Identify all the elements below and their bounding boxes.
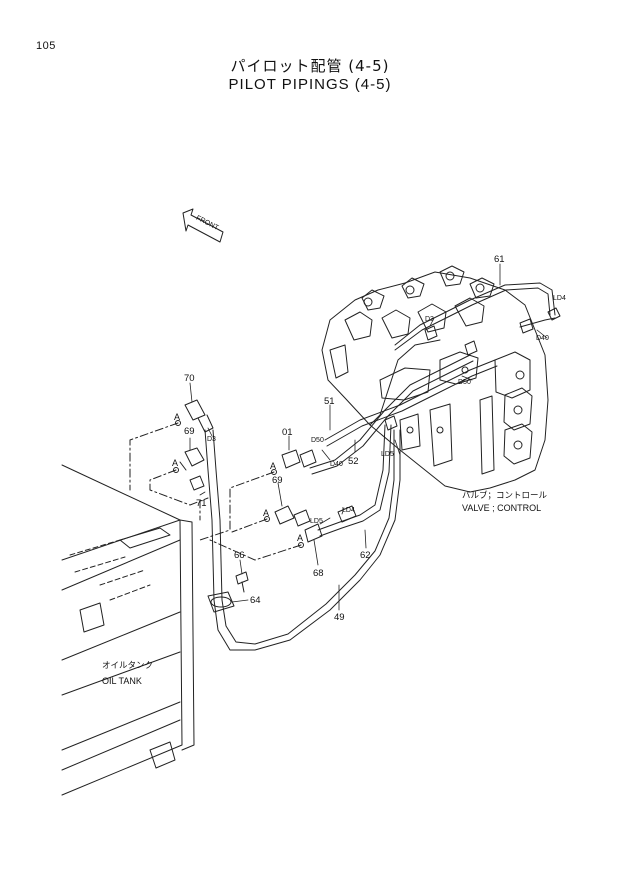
pipe-52 bbox=[309, 339, 474, 475]
front-arrow-icon bbox=[182, 208, 224, 243]
fitting-01 bbox=[281, 449, 317, 469]
part-number-51: 51 bbox=[324, 396, 335, 407]
part-number-69-upper: 69 bbox=[184, 426, 195, 437]
page-title-jp: パイロット配管 (4-5) bbox=[230, 57, 390, 75]
tank-label: OIL TANK bbox=[102, 676, 142, 686]
reference-lines bbox=[129, 422, 302, 561]
bolt-66 bbox=[235, 571, 249, 593]
pipe-62 bbox=[317, 424, 392, 537]
clamp-64 bbox=[207, 591, 235, 613]
page-number: 105 bbox=[36, 40, 56, 52]
part-number-62: 62 bbox=[360, 550, 371, 561]
part-number-68: 68 bbox=[313, 568, 324, 579]
part-number-49: 49 bbox=[334, 612, 345, 623]
ref-mark-a-5: A bbox=[297, 533, 303, 543]
pipe-51 bbox=[324, 359, 498, 447]
port-ld5-mid: LD5 bbox=[381, 451, 394, 458]
ref-mark-a-1: A bbox=[174, 412, 180, 422]
part-number-66: 66 bbox=[234, 550, 245, 561]
port-d40-top: D40 bbox=[536, 335, 549, 342]
port-d50-top: D50 bbox=[458, 379, 471, 386]
ref-mark-a-3: A bbox=[270, 461, 276, 471]
fitting-69-lower bbox=[274, 505, 311, 527]
port-d3-left: D3 bbox=[207, 436, 216, 443]
part-number-61: 61 bbox=[494, 254, 505, 265]
pipe-61 bbox=[394, 282, 561, 351]
port-ld5-low: LD5 bbox=[310, 518, 323, 525]
oil-tank bbox=[61, 464, 195, 796]
fitting-ld4-low bbox=[337, 505, 357, 523]
part-number-64: 64 bbox=[250, 595, 261, 606]
valve-label-jp: バルブ；コントロール bbox=[462, 490, 548, 500]
port-ld4-top: LD4 bbox=[553, 295, 566, 302]
fitting-68 bbox=[304, 523, 323, 543]
port-d50-mid: D50 bbox=[311, 437, 324, 444]
fitting-69-upper bbox=[179, 447, 205, 471]
part-number-71: 71 bbox=[196, 498, 207, 509]
ref-mark-a-2: A bbox=[172, 458, 178, 468]
front-arrow-label: FRONT bbox=[195, 215, 220, 233]
valve-label: VALVE ; CONTROL bbox=[462, 503, 541, 513]
tank-label-jp: オイルタンク bbox=[102, 660, 153, 670]
part-number-70: 70 bbox=[184, 373, 195, 384]
port-d40-mid: D40 bbox=[330, 461, 343, 468]
fitting-71 bbox=[189, 475, 205, 491]
port-d3-top: D3 bbox=[425, 316, 434, 323]
control-valve bbox=[321, 265, 549, 493]
ref-mark-a-4: A bbox=[263, 508, 269, 518]
leader-lines bbox=[189, 263, 548, 611]
part-number-69-lower: 69 bbox=[272, 475, 283, 486]
page-title: PILOT PIPINGS (4-5) bbox=[228, 76, 392, 93]
port-ld4-low: LD4 bbox=[342, 507, 355, 514]
part-number-01: 01 bbox=[282, 427, 293, 438]
part-number-52: 52 bbox=[348, 456, 359, 467]
